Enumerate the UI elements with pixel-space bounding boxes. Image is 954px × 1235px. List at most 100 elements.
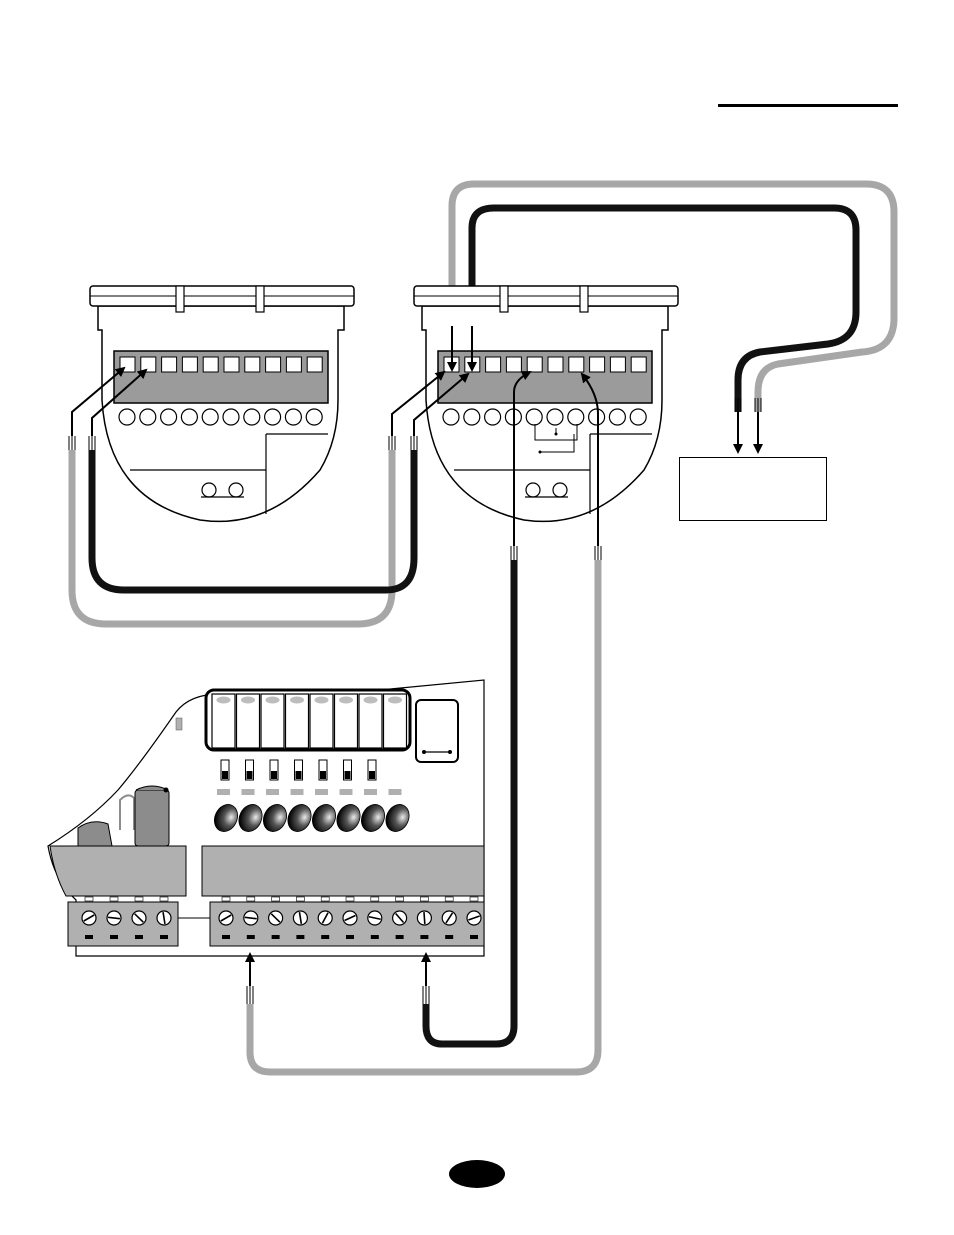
terminal-block-right	[202, 846, 484, 896]
terminal-notch	[396, 897, 404, 901]
dip-switch-toggle	[345, 771, 351, 779]
indicator-led	[526, 483, 540, 497]
terminal-mark	[445, 935, 453, 939]
terminal-notch	[272, 897, 280, 901]
screw-icon	[609, 409, 625, 425]
relay-cap	[217, 697, 231, 704]
terminal-notch	[135, 897, 143, 901]
solder-pad	[291, 789, 304, 795]
terminal-notch	[222, 897, 230, 901]
terminal-notch	[346, 897, 354, 901]
terminal-slot	[590, 357, 605, 372]
screw-icon	[547, 409, 563, 425]
relay-cap	[241, 697, 255, 704]
terminal-mark	[420, 935, 428, 939]
controller-box	[679, 457, 827, 521]
terminal-slot	[506, 357, 521, 372]
terminal-slot	[182, 357, 197, 372]
solder-pad	[364, 789, 377, 795]
terminal-notch	[110, 897, 118, 901]
screw-icon	[202, 409, 218, 425]
terminal-slot	[286, 357, 301, 372]
terminal-mark	[110, 935, 118, 939]
relay-cap	[364, 697, 378, 704]
dip-switch-toggle	[222, 771, 228, 779]
terminal-mark	[135, 935, 143, 939]
dip-switch-toggle	[369, 771, 375, 779]
control-board	[48, 680, 484, 956]
terminal-block-left	[50, 846, 186, 896]
terminal-slot	[548, 357, 563, 372]
dip-switch-toggle	[320, 771, 326, 779]
screw-icon	[244, 409, 260, 425]
terminal-mark	[222, 935, 230, 939]
screw-icon	[526, 409, 542, 425]
terminal-mark	[160, 935, 168, 939]
terminal-slot	[162, 357, 177, 372]
relay-cap	[266, 697, 280, 704]
screw-icon	[265, 409, 281, 425]
terminal-slot	[224, 357, 239, 372]
solder-pad	[389, 789, 402, 795]
screw-icon	[443, 409, 459, 425]
terminal-notch	[420, 897, 428, 901]
terminal-notch	[247, 897, 255, 901]
screw-icon	[568, 409, 584, 425]
screw-icon	[630, 409, 646, 425]
terminal-slot	[141, 357, 156, 372]
terminal-slot	[610, 357, 625, 372]
capacitor	[135, 790, 169, 846]
screw-icon	[306, 409, 322, 425]
indicator-led	[229, 483, 243, 497]
screw-icon	[223, 409, 239, 425]
terminal-slot	[266, 357, 281, 372]
terminal-slot	[307, 357, 322, 372]
terminal-notch	[371, 897, 379, 901]
relay-cap	[388, 697, 402, 704]
terminal-mark	[85, 935, 93, 939]
screw-icon	[161, 409, 177, 425]
terminal-mark	[272, 935, 280, 939]
sensor-left	[90, 286, 354, 521]
terminal-notch	[85, 897, 93, 901]
terminal-slot	[486, 357, 501, 372]
terminal-notch	[160, 897, 168, 901]
terminal-mark	[371, 935, 379, 939]
relay-cap	[315, 697, 329, 704]
terminal-mark	[247, 935, 255, 939]
screw-icon	[464, 409, 480, 425]
screw-icon	[485, 409, 501, 425]
capacitor	[78, 822, 112, 846]
solder-pad	[242, 789, 255, 795]
terminal-slot	[527, 357, 542, 372]
solder-pad	[315, 789, 328, 795]
screw-icon	[589, 409, 605, 425]
terminal-mark	[396, 935, 404, 939]
terminal-notch	[321, 897, 329, 901]
terminal-slot	[631, 357, 646, 372]
terminal-notch	[296, 897, 304, 901]
terminal-mark	[296, 935, 304, 939]
terminal-notch	[445, 897, 453, 901]
solder-pad	[340, 789, 353, 795]
terminal-notch	[470, 897, 478, 901]
screw-icon	[119, 409, 135, 425]
header-rule	[718, 104, 898, 107]
screw-slot	[424, 912, 425, 924]
dip-switch-toggle	[296, 771, 302, 779]
screw-icon	[285, 409, 301, 425]
solder-pad	[266, 789, 279, 795]
terminal-slot	[245, 357, 260, 372]
terminal-slot	[569, 357, 584, 372]
dip-switch-toggle	[271, 771, 277, 779]
terminal-mark	[470, 935, 478, 939]
relay-cap	[290, 697, 304, 704]
indicator-led	[202, 483, 216, 497]
relay-cap	[339, 697, 353, 704]
screw-icon	[140, 409, 156, 425]
terminal-mark	[321, 935, 329, 939]
solder-pad	[217, 789, 230, 795]
screw-icon	[181, 409, 197, 425]
dip-switch-toggle	[247, 771, 253, 779]
